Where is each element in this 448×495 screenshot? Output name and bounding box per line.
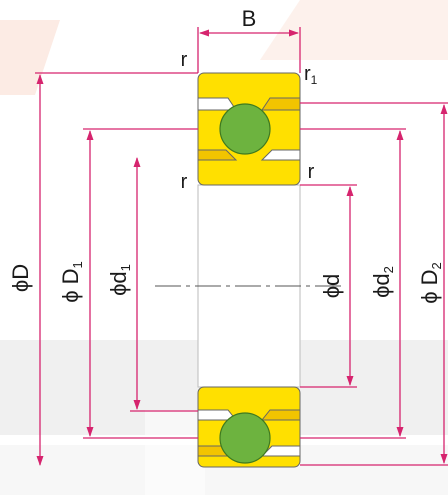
- label-outer-ring-shoulder-dia: ϕ D2: [417, 262, 444, 304]
- label-bore-dia: ϕd: [319, 274, 344, 299]
- dimension-lines: [35, 27, 448, 466]
- label-r1-top-right: r1: [304, 63, 318, 87]
- top-ball: [219, 103, 271, 155]
- label-inner-shoulder-dia: ϕd1: [106, 264, 133, 296]
- bottom-ball: [219, 412, 271, 464]
- dimension-labels: B r r1 r r ϕD ϕ D1 ϕd1 ϕd ϕd2 ϕ D2: [8, 6, 444, 304]
- label-inner-ring-shoulder-dia: ϕd2: [369, 266, 396, 298]
- label-r-top-left: r: [181, 49, 188, 71]
- label-outer-dia: ϕD: [8, 264, 33, 292]
- label-r-mid-left: r: [181, 171, 188, 193]
- label-r-mid-right: r: [308, 161, 315, 183]
- label-b: B: [242, 6, 257, 31]
- bottom-ring-section: [197, 386, 301, 468]
- label-outer-shoulder-dia: ϕ D1: [58, 261, 85, 303]
- bearing-section: [155, 72, 345, 468]
- top-ring-section: [197, 72, 301, 186]
